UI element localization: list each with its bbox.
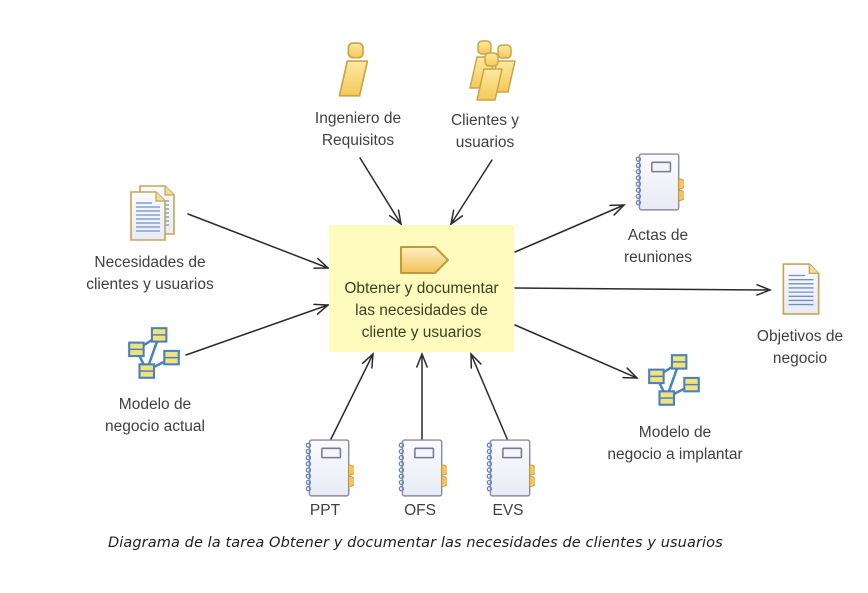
arrow-head-icon (313, 257, 330, 269)
label-line: Modelo de (638, 424, 712, 441)
arrow-evs-to-task (470, 352, 509, 442)
label-line: Modelo de (118, 396, 192, 413)
label-line: clientes y usuarios (86, 276, 214, 293)
arrow-head-icon (756, 283, 773, 296)
label-line: PPT (309, 502, 341, 519)
model-diagram-icon (127, 326, 181, 380)
documents-icon (130, 185, 175, 241)
label-modelo-implantar: Modelo de negocio a implantar (590, 422, 760, 466)
arrow-head-icon (470, 352, 482, 369)
arrow-head-icon (449, 209, 464, 226)
notebook-icon (635, 153, 684, 211)
arrow-line (359, 157, 402, 225)
arrow-line (185, 304, 329, 356)
label-line: EVS (492, 502, 524, 519)
notebook-icon (398, 439, 447, 497)
arrow-line (514, 204, 625, 253)
arrow-ofs-to-task (416, 351, 428, 442)
task-label-line: Obtener y documentar (344, 280, 499, 297)
label-clientes-usuarios: Clientes y usuarios (435, 110, 535, 154)
people-group-icon (469, 40, 516, 101)
arrow-head-icon (416, 351, 428, 368)
model-diagram-icon (647, 353, 701, 407)
label-ingeniero-requisitos: Ingeniero de Requisitos (298, 108, 418, 152)
arrow-line (187, 213, 329, 269)
label-line: Necesidades de (94, 254, 206, 271)
task-tag-icon (400, 246, 449, 274)
arrow-head-icon (361, 352, 374, 369)
arrow-ingeniero-to-task (359, 157, 403, 226)
arrow-clientes-to-task (449, 159, 493, 226)
label-ofs: OFS (395, 500, 445, 522)
task-label-line: las necesidades de (355, 302, 488, 319)
arrow-line (450, 159, 493, 225)
label-necesidades: Necesidades de clientes y usuarios (70, 252, 230, 296)
notebook-icon (486, 439, 535, 497)
label-ppt: PPT (300, 500, 350, 522)
label-line: negocio a implantar (607, 446, 743, 463)
label-line: negocio (772, 350, 828, 367)
arrow-task-to-actas (514, 204, 626, 253)
person-icon (338, 42, 369, 97)
arrow-task-to-objetivos (514, 283, 773, 296)
arrow-head-icon (313, 303, 330, 315)
arrow-head-icon (388, 209, 403, 226)
arrow-task-to-modelo-implantar (514, 324, 639, 379)
task-label-line: cliente y usuarios (361, 324, 482, 341)
arrow-line (470, 353, 509, 442)
label-line: OFS (404, 502, 436, 519)
arrow-head-icon (622, 367, 639, 379)
arrow-line (514, 287, 771, 291)
document-icon (782, 263, 820, 315)
notebook-icon (305, 439, 354, 497)
figure-caption: Diagrama de la tarea Obtener y documenta… (108, 535, 723, 551)
label-line: negocio actual (105, 418, 205, 435)
task-box: Obtener y documentar las necesidades de … (329, 225, 514, 352)
arrow-line (514, 324, 638, 379)
label-line: Actas de (627, 227, 689, 244)
label-actas-reuniones: Actas de reuniones (608, 225, 708, 269)
arrow-necesidades-to-task (187, 213, 330, 269)
arrow-line (329, 353, 374, 442)
label-line: Objetivos de (756, 328, 844, 345)
arrow-ppt-to-task (329, 352, 374, 442)
label-line: reuniones (623, 249, 693, 266)
arrow-modelo-actual-to-task (185, 303, 330, 356)
arrow-head-icon (609, 204, 626, 216)
label-line: Clientes y (450, 112, 520, 129)
label-line: usuarios (455, 134, 515, 151)
label-line: Ingeniero de (314, 110, 402, 127)
task-label: Obtener y documentar las necesidades de … (329, 278, 514, 344)
label-evs: EVS (483, 500, 533, 522)
label-line: Requisitos (321, 132, 395, 149)
label-modelo-actual: Modelo de negocio actual (95, 394, 215, 438)
label-objetivos-negocio: Objetivos de negocio (740, 326, 860, 370)
